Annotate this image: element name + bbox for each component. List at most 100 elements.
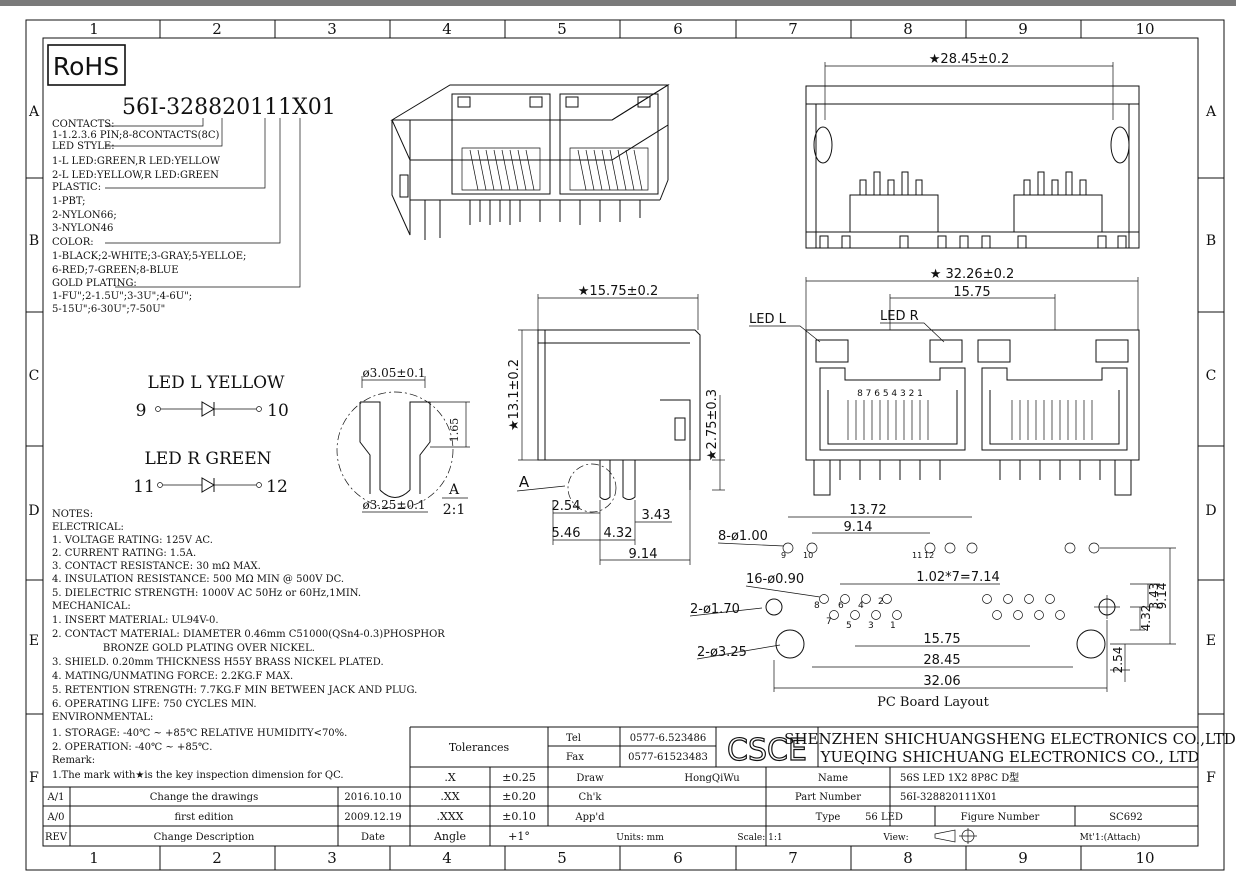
option-line: 1-BLACK;2-WHITE;3-GRAY;5-YELLOE; (52, 251, 246, 262)
pcb-pin-6: 6 (838, 601, 844, 611)
front-pin-numbers: 8 7 6 5 4 3 2 1 (857, 389, 923, 399)
note-line: 1.The mark with★is the key inspection di… (52, 770, 344, 781)
fax-value: 0577-61523483 (628, 752, 708, 763)
note-line: 4. MATING/UNMATING FORCE: 2.2KG.F MAX. (52, 671, 293, 682)
col-label-10: 10 (1135, 20, 1154, 38)
side-d5: 9.14 (629, 547, 658, 562)
row-label-b-right: B (1206, 233, 1216, 249)
tel-label: Tel (566, 733, 581, 744)
led-l-pin-b: 10 (267, 401, 289, 421)
row-dividers (26, 177, 1224, 715)
row-label-f-right: F (1206, 770, 1216, 786)
side-d2: 3.43 (642, 508, 671, 523)
side-label-a: A (519, 473, 530, 491)
company-line-2: YUEQING SHICHUANG ELECTRONICS CO., LTD (820, 748, 1200, 766)
row-label-a-right: A (1205, 104, 1217, 120)
col-label-5-bottom: 5 (557, 849, 567, 867)
detail-dia-top: ø3.05±0.1 (362, 366, 425, 380)
col-label-8: 8 (903, 20, 913, 38)
pcb-pin-12: 12 (924, 551, 934, 560)
note-line: 3. CONTACT RESISTANCE: 30 mΩ MAX. (52, 561, 261, 572)
pcb-caption: PC Board Layout (877, 695, 990, 710)
led-r-pin-a: 11 (133, 477, 155, 497)
option-list: CONTACTS: 1-1.2.3.6 PIN;8-8CONTACTS(8C) … (52, 119, 246, 315)
rev-header-desc: Change Description (154, 832, 255, 843)
rev-row-2-rev: A/0 (47, 812, 65, 823)
col-label-5: 5 (557, 20, 567, 38)
side-d4: 4.32 (604, 526, 633, 541)
tol-xxx-key: .XXX (437, 810, 464, 823)
approved-label: App'd (574, 812, 605, 823)
option-line: 5-15U";6-30U";7-50U" (52, 304, 165, 315)
side-pin-dim: ★2.75±0.3 (705, 389, 720, 461)
pcb-d-9-14-v: 9.14 (1155, 583, 1169, 610)
note-line: 4. INSULATION RESISTANCE: 500 MΩ MIN @ 5… (52, 574, 344, 585)
units-text: Units: mm (616, 833, 664, 843)
name-value: 56S LED 1X2 8P8C D型 (900, 771, 1019, 784)
notes-block: NOTES: ELECTRICAL: 1. VOLTAGE RATING: 12… (52, 509, 445, 781)
rev-header-rev: REV (45, 832, 68, 843)
name-label: Name (818, 773, 848, 784)
col-label-3-bottom: 3 (327, 849, 337, 867)
rev-header-date: Date (361, 832, 385, 843)
detail-height: 1.65 (448, 418, 461, 443)
side-height-dim: ★13.1±0.2 (507, 359, 522, 431)
drawer-name: HongQiWu (684, 773, 740, 784)
tol-angle-key: Angle (433, 830, 466, 843)
tol-angle-val: +1° (508, 830, 530, 843)
note-line: 1. INSERT MATERIAL: UL94V-0. (52, 615, 219, 626)
check-label: Ch'k (579, 792, 603, 803)
note-line: 1. STORAGE: -40℃ ~ +85℃ RELATIVE HUMIDIT… (52, 728, 347, 739)
pcb-pin-5: 5 (846, 621, 852, 631)
note-line: 2. OPERATION: -40℃ ~ +85℃. (52, 742, 212, 753)
rev-row-1-rev: A/1 (47, 792, 65, 803)
col-label-6-bottom: 6 (673, 849, 683, 867)
detail-a-peg: ø3.05±0.1 1.65 ø3.25±0.1 A 2:1 (336, 366, 470, 518)
row-labels: A B C D E F A B C D E F (28, 104, 1217, 786)
col-label-2: 2 (212, 20, 222, 38)
pcb-pin-1: 1 (890, 621, 896, 631)
option-line: 1-1.2.3.6 PIN;8-8CONTACTS(8C) (52, 130, 219, 141)
note-line: ENVIRONMENTAL: (52, 712, 153, 723)
pcb-pin-3: 3 (868, 621, 874, 631)
note-line: Remark: (52, 755, 95, 766)
front-view-width: ★ 32.26±0.2 (930, 267, 1015, 282)
side-view: ★15.75±0.2 ★13.1±0.2 ★2.75±0.3 A 2.54 3.… (507, 284, 725, 565)
part-label: Part Number (795, 792, 861, 803)
rev-row-1-desc: Change the drawings (150, 792, 258, 803)
pcb-pitch: 1.02*7=7.14 (916, 570, 1000, 585)
tolerances-table: Tolerances .X ±0.25 .XX ±0.20 .XXX ±0.10… (433, 741, 536, 843)
led-l-pin-a: 9 (136, 401, 147, 421)
led-r-title: LED R GREEN (144, 449, 271, 469)
note-line: NOTES: (52, 509, 93, 520)
note-line: 1. VOLTAGE RATING: 125V AC. (52, 535, 213, 546)
projection-icon (934, 828, 977, 844)
pcb-layout: 13.72 9.14 8-ø1.00 9 10 11 12 16-ø0.90 1… (689, 503, 1176, 710)
option-line: LED STYLE: (52, 141, 115, 152)
draw-label: Draw (576, 773, 604, 784)
led-l-label: LED L (749, 312, 787, 327)
note-line: 2. CURRENT RATING: 1.5A. (52, 548, 196, 559)
rohs-badge (47, 44, 126, 86)
pcb-d-9-14: 9.14 (844, 520, 873, 535)
material-text: Mt'1:(Attach) (1080, 832, 1141, 843)
pcb-pin-4: 4 (858, 601, 864, 611)
pcb-pin-11: 11 (912, 551, 922, 560)
tol-xx-key: .XX (440, 790, 459, 803)
option-line: 2-L LED:YELLOW,R LED:GREEN (52, 170, 219, 181)
col-label-2-bottom: 2 (212, 849, 222, 867)
side-d1: 2.54 (552, 499, 581, 514)
note-line: 6. OPERATING LIFE: 750 CYCLES MIN. (52, 699, 257, 710)
row-label-c-right: C (1206, 368, 1217, 384)
option-line: PLASTIC: (52, 182, 101, 193)
part-value: 56I-328820111X01 (900, 792, 997, 803)
row-label-b: B (29, 233, 39, 249)
col-label-3: 3 (327, 20, 337, 38)
option-line: GOLD PLATING: (52, 278, 137, 289)
top-view: ★28.45±0.2 (805, 52, 1140, 249)
pcb-pin-8: 8 (814, 601, 820, 611)
company-line-1: SHENZHEN SHICHUANGSHENG ELECTRONICS CO.,… (784, 730, 1236, 748)
pcb-pin-7: 7 (826, 617, 832, 627)
type-label: Type (816, 812, 841, 823)
